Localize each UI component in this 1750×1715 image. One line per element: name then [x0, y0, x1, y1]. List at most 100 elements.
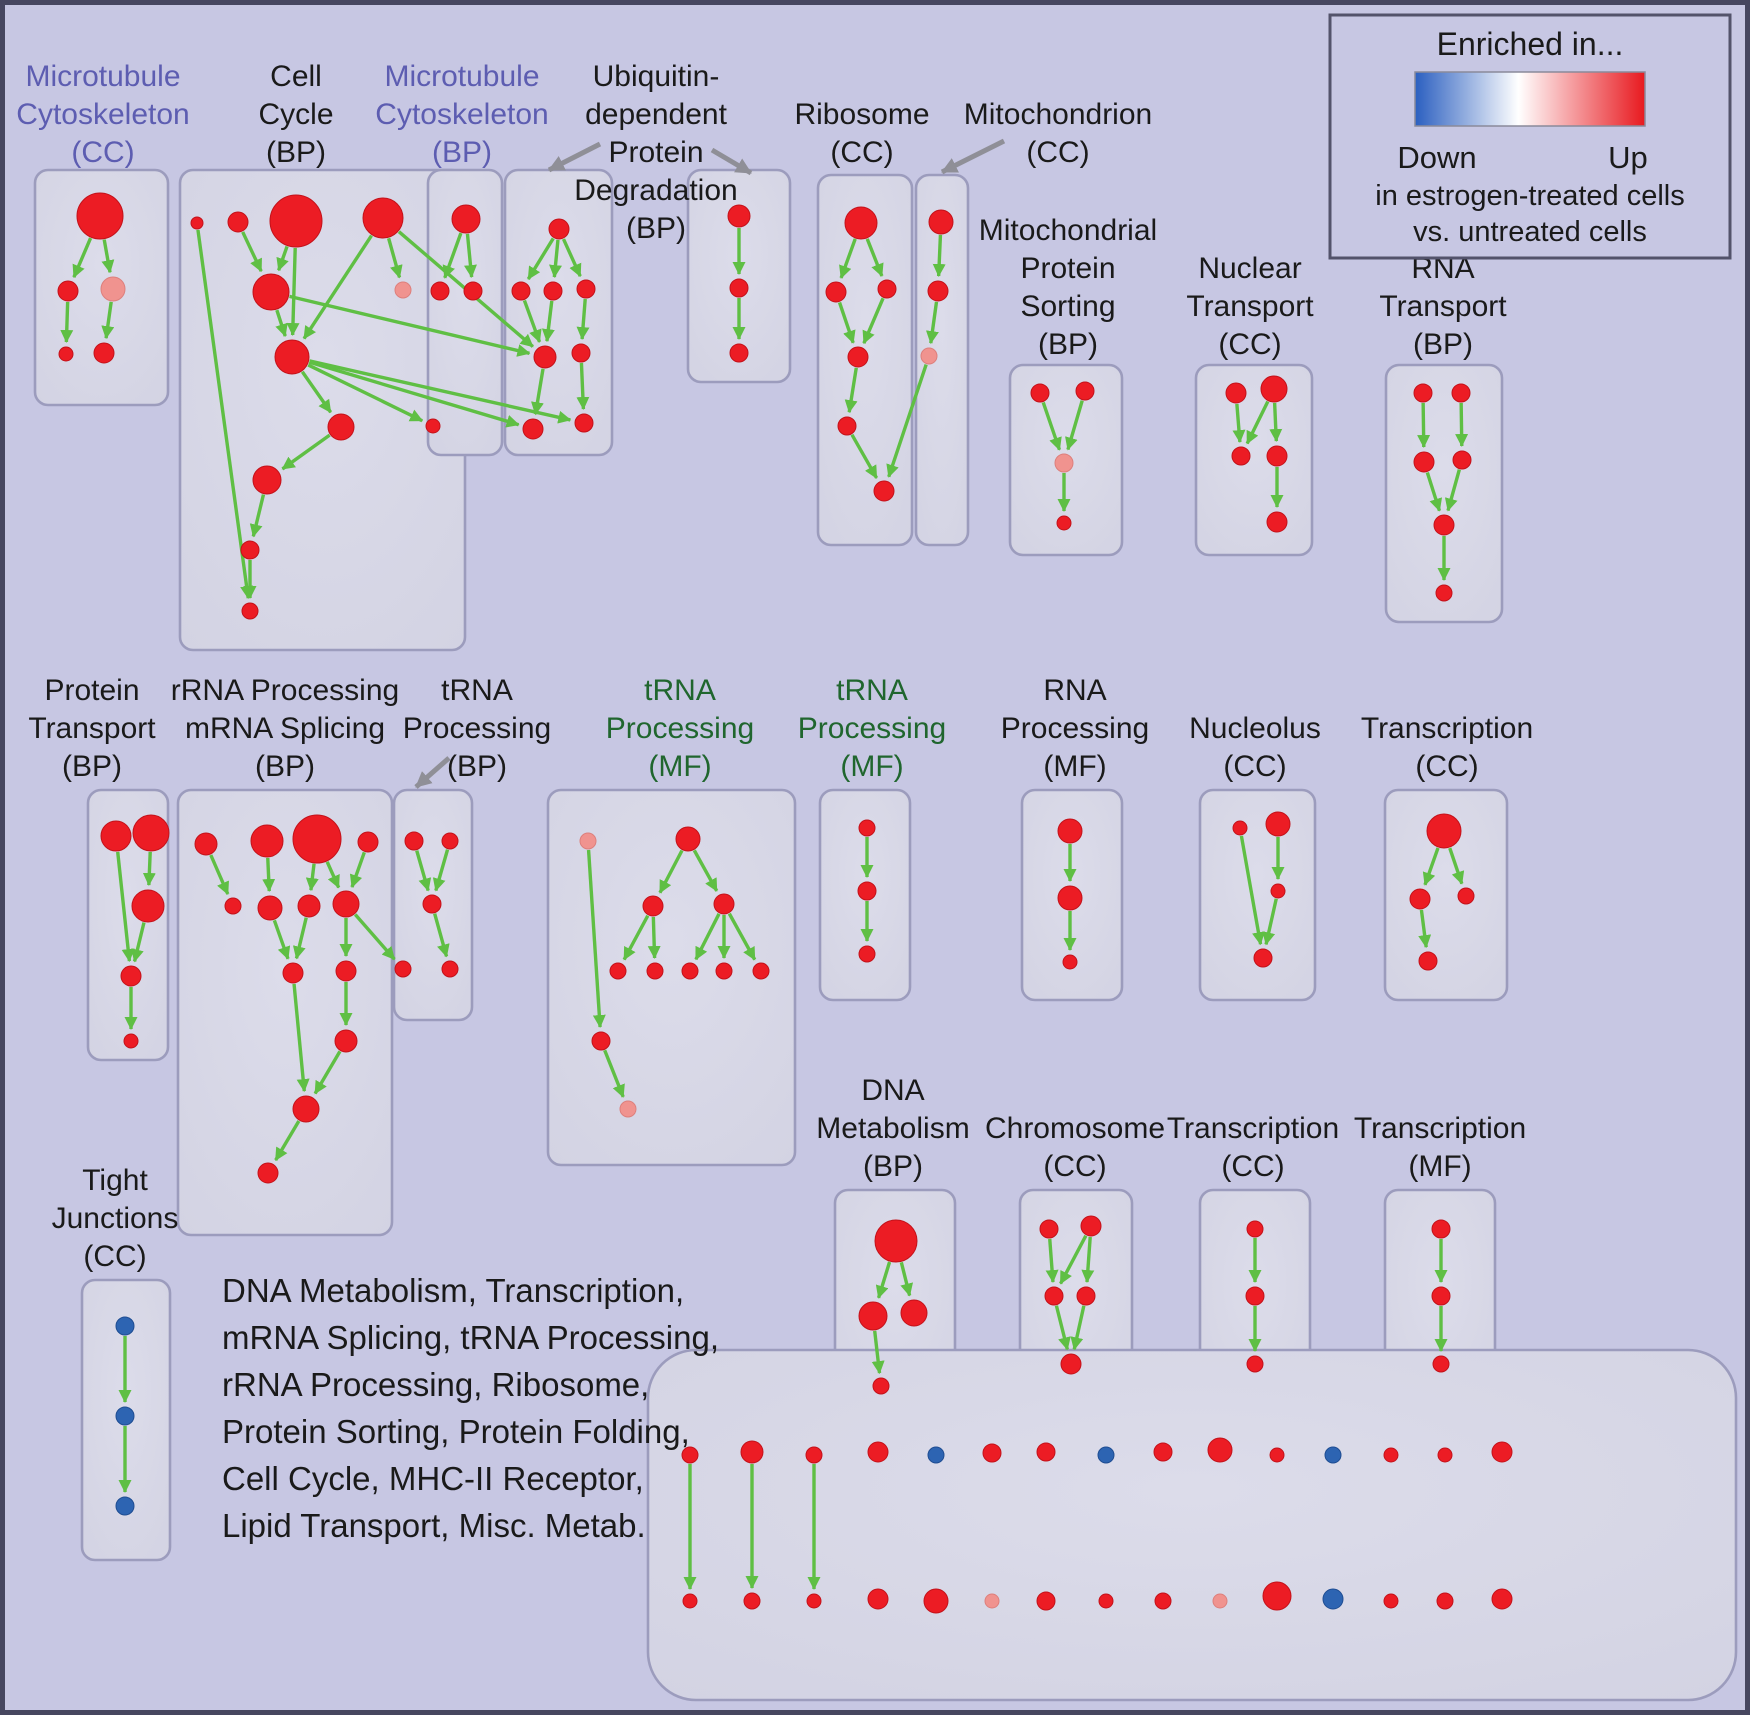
edge-arrow-tb3-tb5 — [433, 913, 450, 958]
legend-up-label: Up — [1608, 140, 1648, 175]
edge-arrow-ub3-ub5 — [541, 300, 555, 343]
legend-title: Enriched in... — [1437, 26, 1624, 62]
edge-arrow-ch4-ch5 — [1070, 1305, 1086, 1351]
go-term-node-nc2 — [1265, 811, 1291, 837]
cluster-box-nucleolus-cc — [1198, 788, 1317, 1002]
annotation-arrow-0 — [547, 141, 602, 173]
go-term-node-bb6 — [984, 1593, 1000, 1609]
go-term-node-cy3 — [269, 194, 323, 248]
edge-arrow-tm2-tm3 — [658, 849, 684, 894]
go-term-node-rt1 — [1413, 383, 1433, 403]
edge-arrow-rb4-rb5 — [844, 367, 858, 414]
go-term-node-nc1 — [1232, 820, 1248, 836]
cluster-box-nuclear-transport-cc — [1194, 363, 1314, 557]
go-term-node-rr7 — [332, 890, 360, 918]
edge-arrow-rb1-rb3 — [865, 238, 884, 277]
cluster-label: Transcription(CC) — [1167, 1112, 1339, 1183]
go-term-node-mb1 — [451, 204, 481, 234]
go-term-node-dm1 — [874, 1219, 918, 1263]
legend-gradient-bar — [1414, 71, 1646, 127]
edge-arrow-rb3-rb4 — [862, 297, 885, 345]
edge-arrow-rr13-rr7 — [349, 851, 366, 888]
go-term-node-bb5 — [923, 1588, 949, 1614]
edge-arrow-rb5-rb6 — [850, 433, 879, 479]
go-term-node-tm6 — [646, 962, 664, 980]
go-term-node-nt4 — [1266, 445, 1288, 467]
go-term-node-rr11 — [292, 1095, 320, 1123]
go-term-node-bt5 — [927, 1446, 945, 1464]
go-term-node-tm1 — [579, 832, 597, 850]
go-term-node-tm5 — [609, 962, 627, 980]
go-term-node-tm3 — [642, 895, 664, 917]
go-term-node-rr2 — [250, 824, 284, 858]
go-term-node-bb10 — [1212, 1593, 1228, 1609]
edge-arrow-cy4-cy7 — [302, 234, 373, 340]
go-term-node-ch3 — [1044, 1286, 1064, 1306]
go-term-node-rp2 — [1057, 885, 1083, 911]
go-term-node-cy2 — [227, 211, 249, 233]
go-term-node-pt3 — [131, 889, 165, 923]
edge-arrow-ub4-ub6 — [576, 298, 590, 341]
go-term-node-rb1 — [844, 206, 878, 240]
go-term-node-uv3 — [729, 343, 749, 363]
edge-arrow-ps1-ps3 — [1041, 401, 1062, 451]
edge-arrow-ub1-ub2 — [526, 237, 555, 280]
go-term-node-mt3 — [920, 347, 938, 365]
go-term-node-ch1 — [1039, 1219, 1059, 1239]
go-term-node-tm8 — [715, 962, 733, 980]
go-term-node-rp3 — [1062, 954, 1078, 970]
go-term-node-bb8 — [1098, 1593, 1114, 1609]
go-term-node-pt1 — [100, 820, 132, 852]
edge-arrow-ub5-ub7 — [531, 368, 545, 416]
go-term-node-ps3 — [1054, 453, 1074, 473]
go-term-node-bb7 — [1036, 1591, 1056, 1611]
go-term-node-mb3 — [463, 281, 483, 301]
edge-arrow-tb1-tb3 — [415, 850, 432, 892]
edge-arrow-rb1-rb2 — [839, 238, 857, 279]
go-term-node-rt4 — [1452, 450, 1472, 470]
go-term-node-cy11 — [241, 602, 259, 620]
annotation-arrow-3 — [414, 756, 451, 789]
go-term-node-tc1 — [1426, 813, 1462, 849]
go-term-node-bb2 — [743, 1592, 761, 1610]
edge-arrow-tc1-tc3 — [1448, 847, 1465, 885]
go-term-node-mb2 — [430, 281, 450, 301]
go-term-node-tm9 — [752, 962, 770, 980]
go-term-node-rr10 — [334, 1029, 358, 1053]
edge-arrow-nt1-nt3 — [1232, 403, 1246, 444]
edge-arrow-rr1-rr4 — [209, 854, 230, 895]
go-term-node-rt3 — [1413, 451, 1435, 473]
edge-arrow-tm1-tm10 — [586, 849, 606, 1029]
go-term-node-tb4 — [394, 960, 412, 978]
edge-arrow-cy7-ub7 — [308, 360, 520, 428]
go-term-node-tm11 — [619, 1100, 637, 1118]
go-term-node-bb1 — [682, 1593, 698, 1609]
edge-arrow-mb1-mb2 — [442, 232, 463, 279]
go-term-node-bt2 — [740, 1440, 764, 1464]
cluster-label: Nucleolus(CC) — [1189, 712, 1321, 783]
misc-category-text: DNA Metabolism, Transcription,mRNA Splic… — [222, 1272, 719, 1544]
legend-subtitle-1: in estrogen-treated cells — [1375, 180, 1685, 212]
go-term-node-tn3 — [858, 945, 876, 963]
go-term-node-mc2 — [57, 280, 79, 302]
edge-arrow-rt4-rt5 — [1444, 469, 1461, 512]
go-term-node-nt2 — [1260, 375, 1288, 403]
edge-arrow-tm3-tm6 — [647, 916, 661, 960]
go-term-node-bb3 — [806, 1593, 822, 1609]
go-term-node-tb3 — [422, 894, 442, 914]
edge-arrow-cy4-cy6 — [386, 237, 403, 279]
edge-arrow-ub1-ub3 — [549, 239, 562, 279]
go-term-node-tb2 — [441, 832, 459, 850]
go-term-node-bt9 — [1153, 1442, 1173, 1462]
go-term-node-rr9 — [335, 960, 357, 982]
edge-arrow-rr11-rr12 — [274, 1120, 301, 1161]
edge-arrow-rr5-rr8 — [272, 919, 291, 960]
edge-arrow-mc1-mc2 — [72, 237, 93, 279]
go-term-node-bt3 — [805, 1446, 823, 1464]
